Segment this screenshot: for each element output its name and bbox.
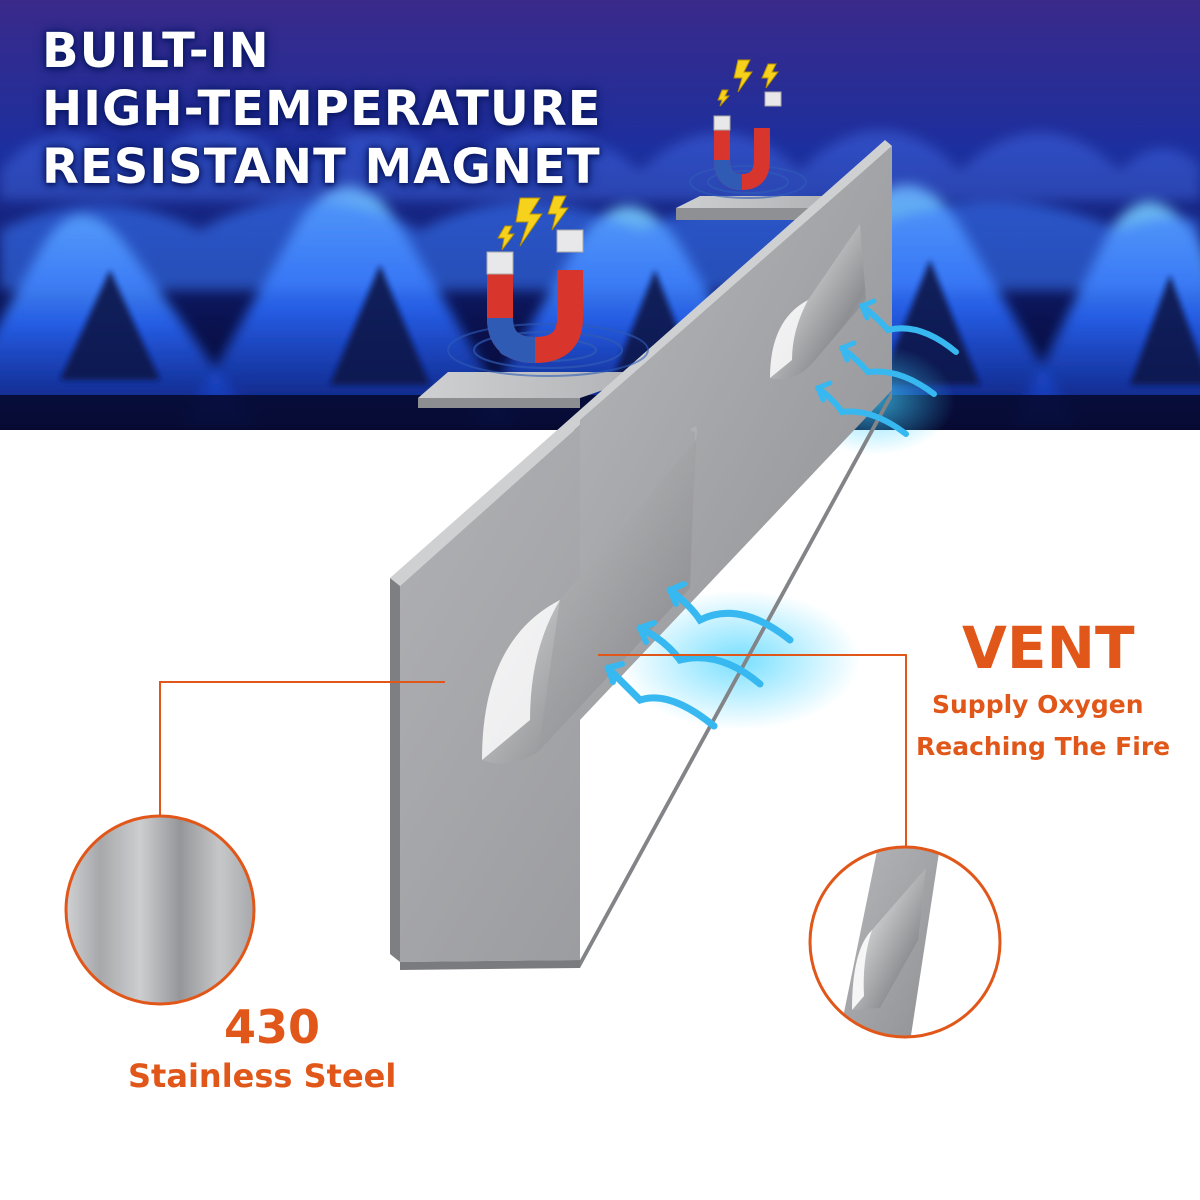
material-name: Stainless Steel (128, 1057, 397, 1095)
airflow-glow (620, 590, 860, 730)
lightning-icon (717, 59, 779, 107)
headline: BUILT-IN HIGH-TEMPERATURE RESISTANT MAGN… (42, 22, 602, 196)
headline-line: RESISTANT MAGNET (42, 139, 601, 195)
airflow-arrow-icon (604, 581, 794, 730)
blue-flame-background (0, 0, 1200, 430)
back-flange (676, 196, 832, 220)
callout-lines (159, 654, 907, 848)
lightning-icon (497, 195, 569, 251)
vent-detail (808, 845, 1002, 1039)
vent-icon (482, 426, 698, 764)
front-flange (418, 372, 655, 408)
vent-icon (770, 224, 866, 380)
material-grade: 430 (224, 1000, 321, 1054)
vent-description-line: Supply Oxygen (932, 690, 1144, 719)
magnet-icon (689, 91, 807, 199)
magnet-icon (447, 229, 649, 377)
brushed-steel-detail (64, 814, 256, 1006)
airflow-arrow-icon (815, 298, 959, 437)
vent-title: VENT (962, 614, 1135, 682)
vent-description-line: Reaching The Fire (916, 732, 1171, 761)
headline-line: BUILT-IN (42, 23, 270, 79)
headline-line: HIGH-TEMPERATURE (42, 81, 602, 137)
